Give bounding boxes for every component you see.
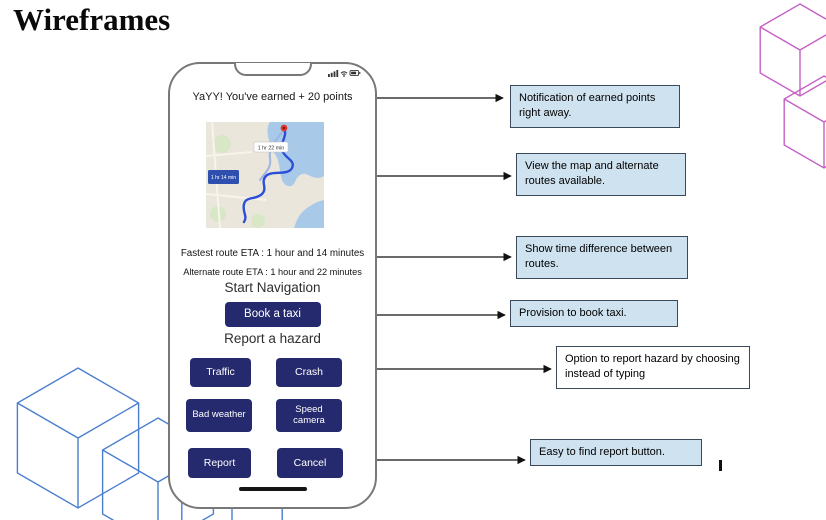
annotation-note-4: Provision to book taxi.: [510, 300, 678, 328]
magenta-cubes-decoration: [759, 3, 826, 169]
annotation-note-3: Show time difference between routes.: [516, 236, 688, 279]
map-pin-center: [282, 126, 286, 130]
status-icons: [328, 70, 361, 77]
start-navigation-label[interactable]: Start Navigation: [224, 280, 321, 295]
annotation-note-5: Option to report hazard by choosing inst…: [556, 346, 750, 389]
home-indicator[interactable]: [238, 486, 307, 491]
phone-mockup: YaYY! You've earned + 20 points 1 hr 22 …: [168, 62, 377, 509]
map-park-3: [251, 214, 265, 228]
annotation-note-2: View the map and alternate routes availa…: [516, 153, 686, 196]
report-hazard-heading: Report a hazard: [224, 331, 321, 346]
alt-route-time-label: 1 hr 22 min: [258, 145, 285, 151]
page-title: Wireframes: [13, 2, 171, 37]
wifi-icon: [340, 71, 348, 77]
fastest-eta-text: Fastest route ETA : 1 hour and 14 minute…: [180, 248, 365, 259]
map-water: [267, 122, 324, 187]
map-alt-route-line: [259, 129, 285, 181]
alternate-eta-text: Alternate route ETA : 1 hour and 22 minu…: [183, 267, 362, 277]
hazard-option-traffic[interactable]: Traffic: [190, 358, 251, 387]
cancel-button[interactable]: Cancel: [277, 448, 343, 478]
alt-route-time-chip: 1 hr 22 min: [253, 141, 289, 153]
phone-notch: [233, 63, 312, 76]
hazard-option-crash[interactable]: Crash: [276, 358, 342, 387]
fast-route-time-chip: 1 hr 14 min: [208, 170, 239, 184]
battery-icon: [349, 70, 361, 76]
notification-text: YaYY! You've earned + 20 points: [192, 91, 353, 103]
map-park: [213, 135, 231, 153]
annotation-note-1: Notification of earned points right away…: [510, 85, 680, 128]
route-map[interactable]: 1 hr 22 min 1 hr 14 min: [205, 122, 325, 228]
book-taxi-button[interactable]: Book a taxi: [224, 302, 321, 327]
signal-icon: [328, 70, 339, 77]
annotation-note-6: Easy to find report button.: [530, 439, 702, 467]
hazard-option-bad-weather[interactable]: Bad weather: [186, 399, 252, 432]
map-water-2: [294, 200, 324, 228]
fast-route-time-label: 1 hr 14 min: [211, 175, 236, 181]
report-button[interactable]: Report: [188, 448, 251, 478]
hazard-option-speed-camera[interactable]: Speed camera: [276, 399, 342, 432]
text-cursor-mark: [719, 460, 722, 471]
